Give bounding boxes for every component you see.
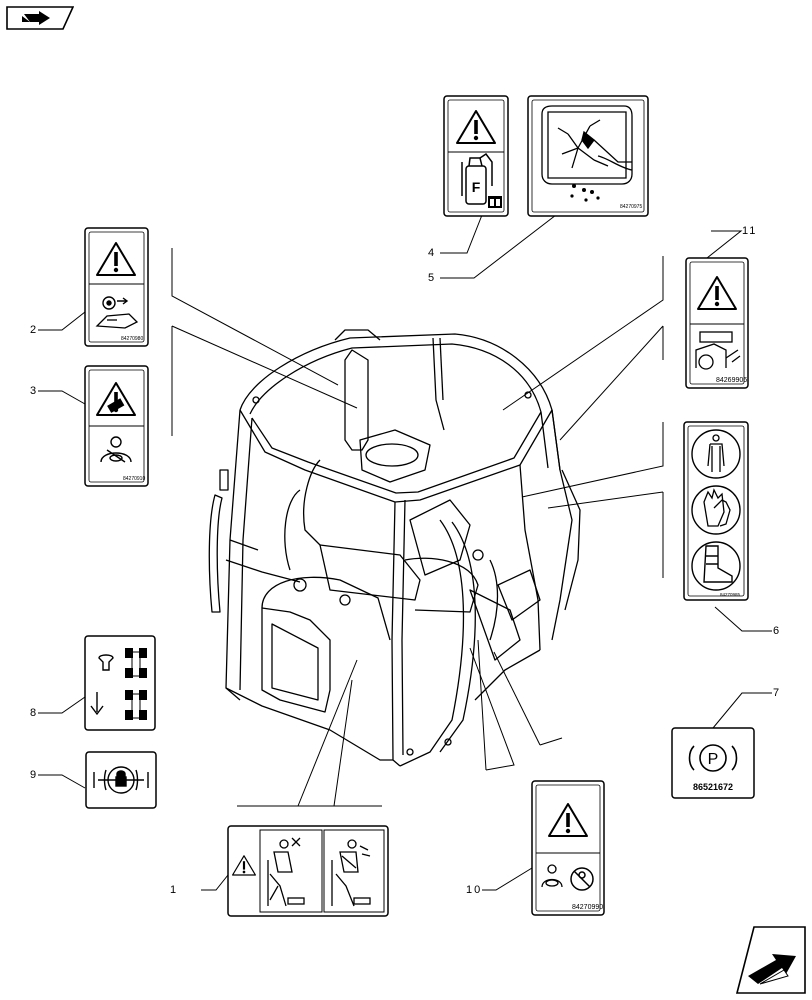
glass-fragments-icon: [570, 184, 600, 202]
decal-11[interactable]: 84269906: [685, 257, 749, 389]
decal-7[interactable]: P 86521672: [671, 727, 755, 799]
decal-4-extinguisher-letter: F: [472, 179, 481, 195]
decal-3[interactable]: 84270910: [84, 365, 149, 487]
operator-seat-icon: [541, 864, 563, 888]
callout-9: 9: [30, 769, 38, 781]
decal-1[interactable]: [227, 825, 389, 917]
callout-1: 1: [170, 884, 178, 896]
seatbelt-safe-icon: [331, 839, 371, 907]
back-page-icon: [6, 6, 75, 30]
protective-gloves-icon: [703, 488, 731, 527]
cab-drawing: [208, 329, 581, 767]
callout-6: 6: [773, 625, 781, 637]
decal-3-code: 84270910: [123, 476, 145, 482]
callout-5: 5: [428, 272, 436, 284]
seatbelt-operator-icon: [100, 436, 132, 463]
no-seatbelt-hazard-icon: [267, 837, 305, 907]
rollover-icon: [107, 398, 125, 413]
no-passenger-icon: [570, 867, 594, 891]
leader-lines: [38, 214, 772, 891]
callout-11: 11: [742, 225, 757, 237]
decal-9[interactable]: [85, 751, 157, 809]
decal-7-parking-letter: P: [708, 751, 719, 768]
decal-5-code: 84270975: [620, 204, 642, 210]
decal-10[interactable]: 84270990: [531, 780, 605, 916]
decal-5[interactable]: 84270975: [527, 95, 649, 217]
callout-4: 4: [428, 247, 436, 259]
decal-4[interactable]: F: [443, 95, 509, 217]
decal-8[interactable]: [84, 635, 156, 731]
callout-8: 8: [30, 707, 38, 719]
decal-2-code: 84270980: [121, 336, 143, 342]
safety-boots-icon: [703, 545, 733, 583]
tractor-axle-icon: [125, 648, 147, 720]
callout-3: 3: [30, 385, 38, 397]
protective-clothing-icon: [707, 434, 725, 472]
prev-page-button[interactable]: [6, 6, 75, 30]
manual-book-icon: [488, 196, 502, 208]
callout-10: 10: [466, 884, 482, 896]
four-wheel-drive-knob-icon: [90, 654, 114, 716]
differential-lock-icon: [93, 766, 149, 794]
decal-7-code: 86521672: [693, 782, 733, 792]
next-page-icon: [735, 926, 806, 994]
next-page-button[interactable]: [735, 926, 806, 994]
callout-numbers: 1 2 3 4 5 6 7 8 9 10 11: [30, 225, 781, 896]
callout-2: 2: [30, 324, 38, 336]
hand-icon: [95, 313, 139, 329]
decal-6[interactable]: 84270985: [683, 421, 749, 601]
emergency-exit-glass-icon: [541, 105, 633, 185]
parking-brake-icon: [688, 744, 738, 772]
decal-11-code: 84269906: [716, 377, 747, 384]
decal-6-code: 84270985: [720, 592, 741, 597]
decal-2[interactable]: 84270980: [84, 227, 149, 347]
fire-extinguisher-icon: [461, 152, 493, 205]
decal-10-code: 84270990: [572, 904, 603, 911]
tractor-crush-icon: [695, 331, 741, 370]
ignition-key-icon: [102, 296, 129, 310]
callout-7: 7: [773, 687, 781, 699]
